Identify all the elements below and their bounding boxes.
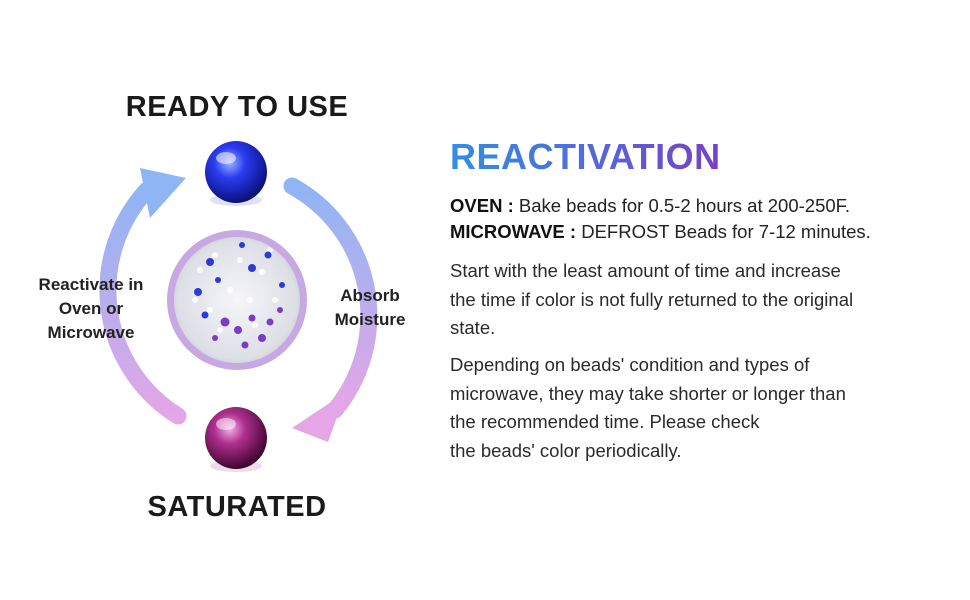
ready-bead-icon (205, 141, 267, 206)
microwave-text: DEFROST Beads for 7-12 minutes. (576, 221, 871, 242)
microwave-instruction: MICROWAVE : DEFROST Beads for 7-12 minut… (450, 221, 871, 243)
condition-note-paragraph: Depending on beads' condition and types … (450, 354, 846, 461)
absorb-arrowhead-icon (292, 392, 346, 442)
reactivate-arrow (99, 181, 187, 425)
reactivation-panel: REACTIVATION OVEN : Bake beads for 0.5-2… (450, 0, 950, 600)
reactivate-label: Reactivate in Oven or Microwave (38, 275, 144, 342)
microwave-label: MICROWAVE : (450, 221, 577, 242)
oven-text: Bake beads for 0.5-2 hours at 200-250F. (513, 195, 851, 216)
oven-label: OVEN : (450, 195, 514, 216)
cycle-graphic (99, 141, 378, 472)
reactivation-heading: REACTIVATION (450, 136, 721, 177)
reactivate-arrowhead-icon (140, 168, 186, 218)
cycle-diagram: READY TO USE SATURATED Reactivate in Ove… (0, 0, 450, 600)
oven-instruction: OVEN : Bake beads for 0.5-2 hours at 200… (450, 195, 850, 217)
absorb-moisture-label: Absorb Moisture (334, 286, 406, 329)
absorb-arrow (283, 177, 378, 419)
cycle-arrows (99, 177, 378, 425)
saturated-bead-icon (205, 407, 267, 472)
bead-pile-image (167, 230, 307, 370)
stage-saturated-label: SATURATED (147, 491, 327, 523)
stage-ready-label: READY TO USE (125, 91, 349, 123)
time-advice-paragraph: Start with the least amount of time and … (450, 260, 854, 338)
